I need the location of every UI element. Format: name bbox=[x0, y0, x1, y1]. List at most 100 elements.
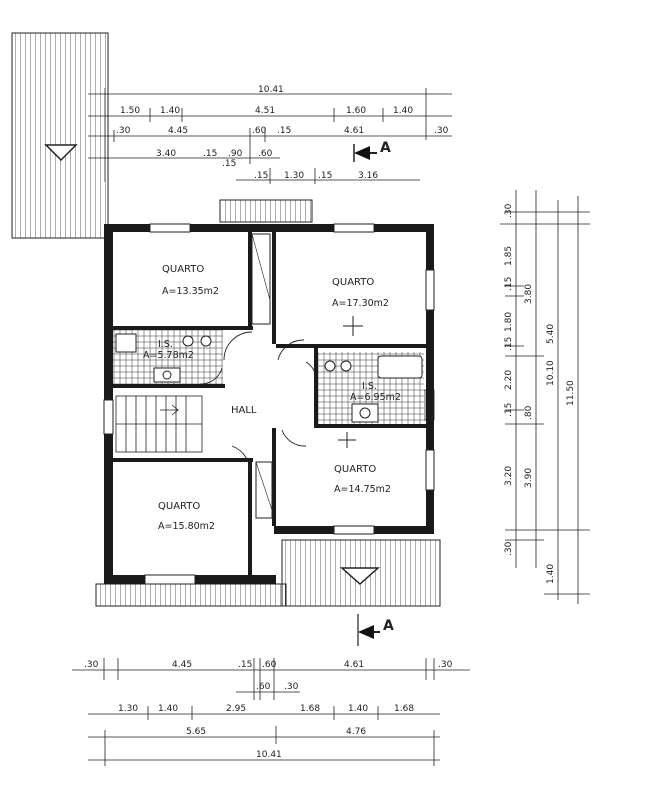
dim-top-r4-2: .90 bbox=[228, 149, 243, 159]
dim-bot-total: 10.41 bbox=[256, 750, 282, 760]
partition-center-nw bbox=[248, 232, 252, 326]
right-dimension-labels: .30 1.85 .15 1.80 .15 2.20 .15 3.20 .30 … bbox=[504, 203, 576, 584]
room-name-quarto-ne: QUARTO bbox=[332, 277, 374, 288]
right-dimensions bbox=[500, 190, 590, 604]
dim-right-c1-7: 3.20 bbox=[504, 466, 514, 486]
dim-right-c1-4: .15 bbox=[504, 337, 514, 351]
partition-center-sw bbox=[248, 462, 252, 575]
window-e2 bbox=[425, 449, 435, 491]
dim-bot-r3-3: 1.68 bbox=[300, 704, 320, 714]
closet-south bbox=[255, 461, 273, 519]
window-w1 bbox=[103, 399, 114, 435]
dim-bot-r1-5: .30 bbox=[438, 660, 453, 670]
room-area-quarto-sw: A=15.80m2 bbox=[158, 521, 215, 532]
dim-top-r4-3: .15 bbox=[222, 159, 236, 169]
wall-east bbox=[426, 224, 434, 534]
room-name-is-east: I.S. bbox=[362, 381, 377, 392]
bathroom-fixtures bbox=[115, 333, 423, 423]
partition-bath-w-south bbox=[113, 384, 225, 388]
dim-top-r4-0: 3.40 bbox=[156, 149, 176, 159]
dim-bot-r3-5: 1.68 bbox=[394, 704, 414, 714]
dim-right-c3-2: 1.40 bbox=[546, 564, 556, 584]
dim-bot-r4-1: 4.76 bbox=[346, 727, 366, 737]
dim-top-r2-1: 1.40 bbox=[160, 106, 180, 116]
door-swings bbox=[199, 331, 317, 477]
top-dimensions bbox=[88, 88, 452, 184]
roof-level-marker-northwest bbox=[44, 144, 78, 162]
dim-bot-r2-1: .30 bbox=[284, 682, 299, 692]
dim-right-c1-5: 2.20 bbox=[504, 370, 514, 390]
window-e1 bbox=[425, 269, 435, 311]
bottom-dimension-labels: .30 4.45 .15 .60 4.61 .30 .60 .30 1.30 1… bbox=[84, 660, 453, 760]
dim-right-c1-6: .15 bbox=[504, 403, 514, 417]
window-n2 bbox=[333, 223, 375, 233]
section-marker-bottom: A bbox=[357, 614, 394, 646]
top-dimension-labels: 10.41 1.50 1.40 4.51 1.60 1.40 .30 4.45 … bbox=[116, 85, 449, 181]
dim-bot-r1-0: .30 bbox=[84, 660, 99, 670]
dim-bot-r3-0: 1.30 bbox=[118, 704, 138, 714]
dim-top-r3-3: .15 bbox=[277, 126, 291, 136]
dim-top-r5-3: 3.16 bbox=[358, 171, 378, 181]
section-letter-top: A bbox=[380, 140, 391, 156]
dim-top-r4-4: .60 bbox=[258, 149, 273, 159]
dim-top-total: 10.41 bbox=[258, 85, 284, 95]
dim-right-c1-0: .30 bbox=[504, 203, 514, 218]
toilet-east bbox=[324, 360, 336, 372]
hatched-roof-areas bbox=[11, 32, 441, 607]
dim-bot-r3-2: 2.95 bbox=[226, 704, 246, 714]
dim-top-r2-4: 1.40 bbox=[393, 106, 413, 116]
dim-top-r4-1: .15 bbox=[203, 149, 217, 159]
south-eave-hatch bbox=[95, 583, 287, 607]
room-area-quarto-nw: A=13.35m2 bbox=[162, 286, 219, 297]
partition-bath-e-west bbox=[314, 348, 318, 428]
section-letter-bottom: A bbox=[383, 618, 394, 634]
window-s1 bbox=[144, 574, 196, 585]
dim-bot-r2-0: .60 bbox=[256, 682, 271, 692]
dim-bot-r4-0: 5.65 bbox=[186, 727, 206, 737]
partition-bath-e-south bbox=[316, 424, 426, 428]
dim-top-r2-3: 1.60 bbox=[346, 106, 366, 116]
toilet-west bbox=[182, 335, 194, 347]
dim-right-c1-3: 1.80 bbox=[504, 312, 514, 332]
bidet-west bbox=[200, 335, 212, 347]
dim-bot-r3-1: 1.40 bbox=[158, 704, 178, 714]
dim-top-r3-2: .60 bbox=[252, 126, 267, 136]
dim-bot-r1-3: .60 bbox=[262, 660, 277, 670]
dim-bot-r1-2: .15 bbox=[238, 660, 252, 670]
closet-north bbox=[251, 233, 271, 325]
dim-top-r5-2: .15 bbox=[318, 171, 332, 181]
dim-right-c2-0: 3.80 bbox=[524, 284, 534, 304]
dim-top-r2-0: 1.50 bbox=[120, 106, 140, 116]
dim-right-c3-0: 5.40 bbox=[546, 324, 556, 344]
dim-top-r3-1: 4.45 bbox=[168, 126, 188, 136]
dim-right-c4-0: 11.50 bbox=[566, 380, 576, 406]
partition-sw-north bbox=[113, 458, 253, 462]
dim-right-c3-1: 10.10 bbox=[546, 360, 556, 386]
room-labels: QUARTO A=13.35m2 QUARTO A=17.30m2 I.S. A… bbox=[143, 264, 401, 532]
window-s2 bbox=[333, 525, 375, 535]
dim-top-r3-0: .30 bbox=[116, 126, 131, 136]
dim-right-c2-2: 3.90 bbox=[524, 468, 534, 488]
partition-ne-south bbox=[276, 344, 426, 348]
dim-right-c1-8: .30 bbox=[504, 541, 514, 556]
dim-right-c1-1: 1.85 bbox=[504, 246, 514, 266]
room-name-quarto-nw: QUARTO bbox=[162, 264, 204, 275]
dim-top-r3-5: .30 bbox=[434, 126, 449, 136]
bottom-dimensions bbox=[72, 658, 470, 766]
window-n1 bbox=[149, 223, 191, 233]
roof-hatch-northwest bbox=[11, 32, 109, 239]
entry-step-hatch bbox=[219, 199, 313, 223]
room-name-hall: HALL bbox=[231, 405, 257, 416]
room-area-is-west: A=5.78m2 bbox=[143, 350, 194, 361]
light-points bbox=[338, 316, 363, 448]
dim-bot-r3-4: 1.40 bbox=[348, 704, 368, 714]
bathtub-west bbox=[115, 333, 137, 353]
dim-top-r2-2: 4.51 bbox=[255, 106, 275, 116]
balcony-level-marker-south bbox=[340, 567, 380, 586]
dim-right-c2-1: .80 bbox=[524, 405, 534, 420]
bathtub-east bbox=[377, 355, 423, 379]
room-name-is-west: I.S. bbox=[158, 339, 173, 350]
dim-top-r3-4: 4.61 bbox=[344, 126, 364, 136]
stair bbox=[115, 395, 203, 453]
